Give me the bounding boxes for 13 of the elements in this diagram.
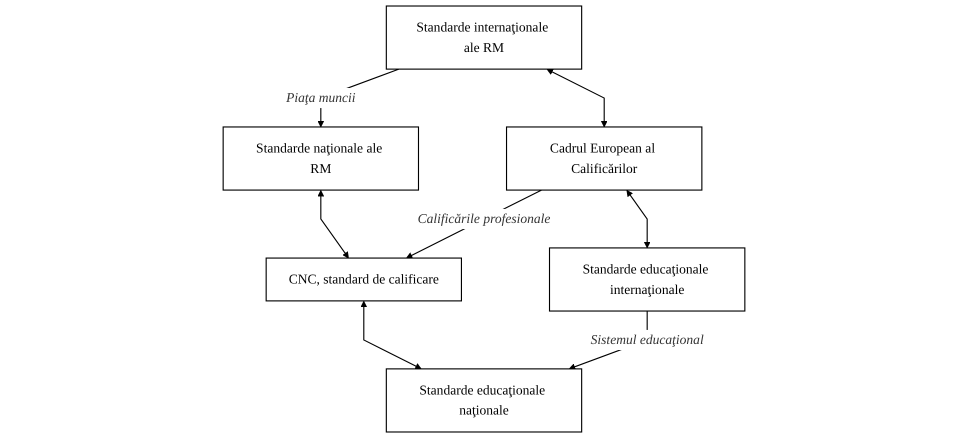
node-box: CNC, standard de calificare — [266, 258, 462, 302]
edge-label: Piaţa muncii — [286, 90, 356, 106]
node-box: Standarde naţionale ale RM — [222, 126, 420, 191]
arrow — [626, 190, 650, 248]
edge-label: Calificările profesionale — [418, 211, 550, 226]
node-box: Standarde educaţionale internaţionale — [548, 247, 746, 312]
edge-label: Sistemul educaţional — [590, 332, 704, 348]
arrow — [546, 68, 608, 128]
node-box: Standarde educaţionale naţionale — [386, 368, 582, 433]
node-box: Standarde internaţionale ale RM — [386, 5, 582, 70]
node-box: Cadrul European al Calificărilor — [506, 126, 702, 191]
arrow — [360, 300, 422, 370]
arrow — [318, 190, 349, 258]
